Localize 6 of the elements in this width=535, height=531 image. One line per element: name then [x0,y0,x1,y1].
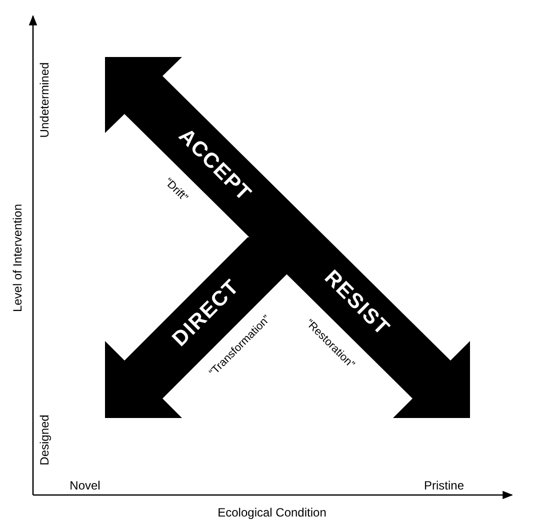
axis-label: Level of Intervention [11,204,25,312]
axis-label: Pristine [424,479,464,493]
axis-label: Novel [70,479,100,493]
axis-label: Ecological Condition [218,506,326,520]
axis-label: Designed [38,414,52,466]
axis-label: Undetermined [38,62,52,138]
